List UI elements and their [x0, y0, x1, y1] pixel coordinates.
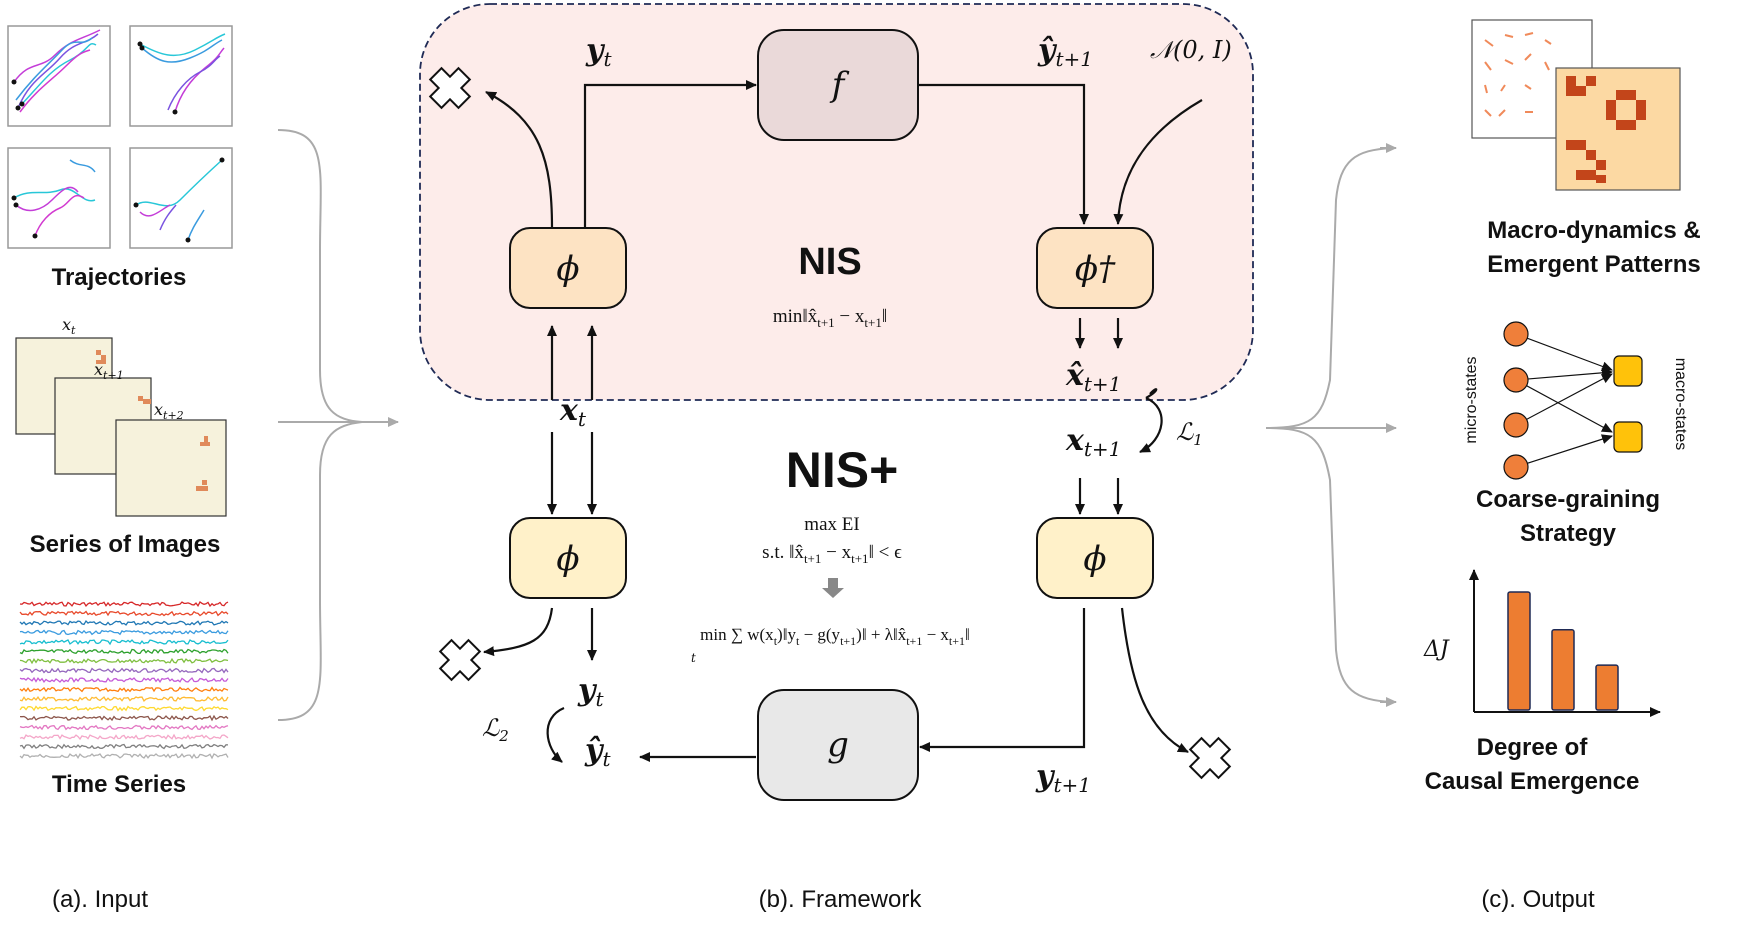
label-y-hat-t: ŷt: [584, 733, 611, 771]
time-series-line: [19, 676, 229, 683]
g-box: [757, 689, 919, 801]
objective-constraint: s.t. ‖x̂t+1 − xt+1‖ < ϵ: [762, 542, 902, 566]
framework-arrows: [483, 80, 1203, 763]
framework: f g ϕ ϕ† ϕ ϕ NIS min‖x̂t+1 − xt+1‖ NIS+ …: [419, 3, 1254, 913]
input-caption: (a). Input: [52, 886, 148, 913]
label-loss2: ℒ2: [482, 714, 509, 745]
time-series-line: [19, 648, 229, 655]
objective-down-arrow: [822, 578, 844, 598]
phi-encoder-next: [1036, 517, 1154, 599]
macro-states-label: macro-states: [1672, 358, 1689, 450]
image-label-xt1: x: [94, 360, 103, 379]
image-label-xt2: x: [154, 400, 163, 419]
image-label-xt: x: [62, 315, 71, 334]
causal-emergence-chart: [1469, 569, 1661, 717]
time-series-line: [19, 724, 229, 731]
objective-max: max EI: [804, 514, 859, 535]
time-series-lines: [19, 601, 229, 760]
phi-encoder-nisplus: [509, 517, 627, 599]
svg-text:xt+1: xt+1: [94, 360, 124, 382]
label-loss1: ℒ1: [1176, 418, 1203, 449]
output-caption: (c). Output: [1481, 886, 1595, 913]
image-sub-t2: t+2: [163, 409, 184, 422]
chart-bar-1: [1507, 591, 1531, 711]
macro-label-line1: Macro-dynamics &: [1487, 217, 1700, 244]
timeseries-label: Time Series: [52, 771, 186, 798]
micro-states-label: micro-states: [1463, 356, 1480, 443]
micro-state-dot: [1503, 412, 1529, 438]
time-series-line: [19, 705, 229, 712]
label-x-t: xt: [559, 393, 587, 431]
time-series-line: [19, 733, 229, 741]
input-brace: [277, 129, 363, 721]
phi-decoder-nis-label: ϕ†: [1075, 249, 1116, 289]
input-column: Trajectories xt xt+1 xt+2 Series of Imag…: [7, 25, 399, 913]
coarse-label-line2: Strategy: [1520, 520, 1617, 547]
trajectory-panels: [7, 25, 233, 249]
coarse-label-line1: Coarse-graining: [1476, 486, 1660, 513]
label-y-hat-t1: ŷt+1: [1037, 33, 1093, 71]
emergent-pattern-image: [1471, 19, 1681, 191]
time-series-line: [19, 743, 229, 750]
time-series-line: [19, 610, 229, 617]
time-series-line: [19, 753, 229, 760]
nis-loss: min‖x̂t+1 − xt+1‖: [773, 306, 887, 330]
svg-text:xt: xt: [62, 315, 76, 337]
discard-icon-top: [428, 66, 472, 110]
nisplus-title: NIS+: [786, 442, 899, 498]
label-noise: 𝒩(0, I): [1150, 36, 1232, 64]
degree-label-line2: Causal Emergence: [1425, 768, 1640, 795]
time-series-line: [19, 620, 229, 626]
chart-ylabel: ΔJ: [1423, 637, 1450, 662]
time-series-line: [19, 601, 229, 608]
micro-state-dot: [1503, 454, 1529, 480]
micro-state-dot: [1503, 367, 1529, 393]
chart-bar-3: [1595, 664, 1619, 711]
time-series-line: [19, 714, 229, 722]
nis-title: NIS: [798, 241, 861, 283]
images-label: Series of Images: [30, 531, 221, 558]
time-series-line: [19, 657, 229, 665]
trajectories-label: Trajectories: [52, 264, 187, 291]
label-y-t-top: yt: [585, 33, 612, 71]
time-series-line: [19, 667, 229, 674]
phi-encoder-next-label: ϕ: [1083, 539, 1106, 579]
image-series: xt xt+1 xt+2: [15, 315, 227, 517]
label-x-t1: xt+1: [1065, 423, 1121, 461]
micro-state-dot: [1503, 321, 1529, 347]
chart-bar-2: [1551, 629, 1575, 711]
output-column: Macro-dynamics & Emergent Patterns micro…: [1265, 19, 1701, 913]
time-series-line: [19, 686, 229, 693]
macro-state-square: [1613, 355, 1643, 387]
time-series-line: [19, 639, 229, 646]
macro-state-square: [1613, 421, 1643, 453]
macro-label-line2: Emergent Patterns: [1487, 251, 1700, 278]
g-label: g: [827, 725, 849, 765]
image-sub-t: t: [71, 324, 76, 337]
discard-icon-right: [1188, 736, 1232, 780]
time-series-line: [19, 695, 229, 702]
framework-caption: (b). Framework: [759, 886, 923, 913]
phi-encoder-nis: [509, 227, 627, 309]
phi-decoder-nis: [1036, 227, 1154, 309]
image-sub-t1: t+1: [103, 369, 124, 382]
coarse-graining-diagram: micro-states macro-states: [1463, 321, 1689, 480]
objective-sum-sub: t: [691, 651, 696, 665]
discard-icon-left: [438, 638, 482, 682]
objective-min: min ∑ w(xt)‖yt − g(yt+1)‖ + λ‖x̂t+1 − xt…: [700, 625, 970, 648]
label-y-t1: yt+1: [1035, 759, 1091, 797]
phi-encoder-nisplus-label: ϕ: [556, 539, 579, 579]
label-x-hat-t1: x̂t+1: [1065, 358, 1121, 396]
phi-encoder-nis-label: ϕ: [556, 249, 579, 289]
label-y-t-bottom: yt: [577, 673, 604, 711]
output-brace: [1265, 147, 1393, 703]
time-series-line: [19, 629, 229, 636]
degree-label-line1: Degree of: [1477, 734, 1589, 761]
svg-text:xt+2: xt+2: [154, 400, 184, 422]
